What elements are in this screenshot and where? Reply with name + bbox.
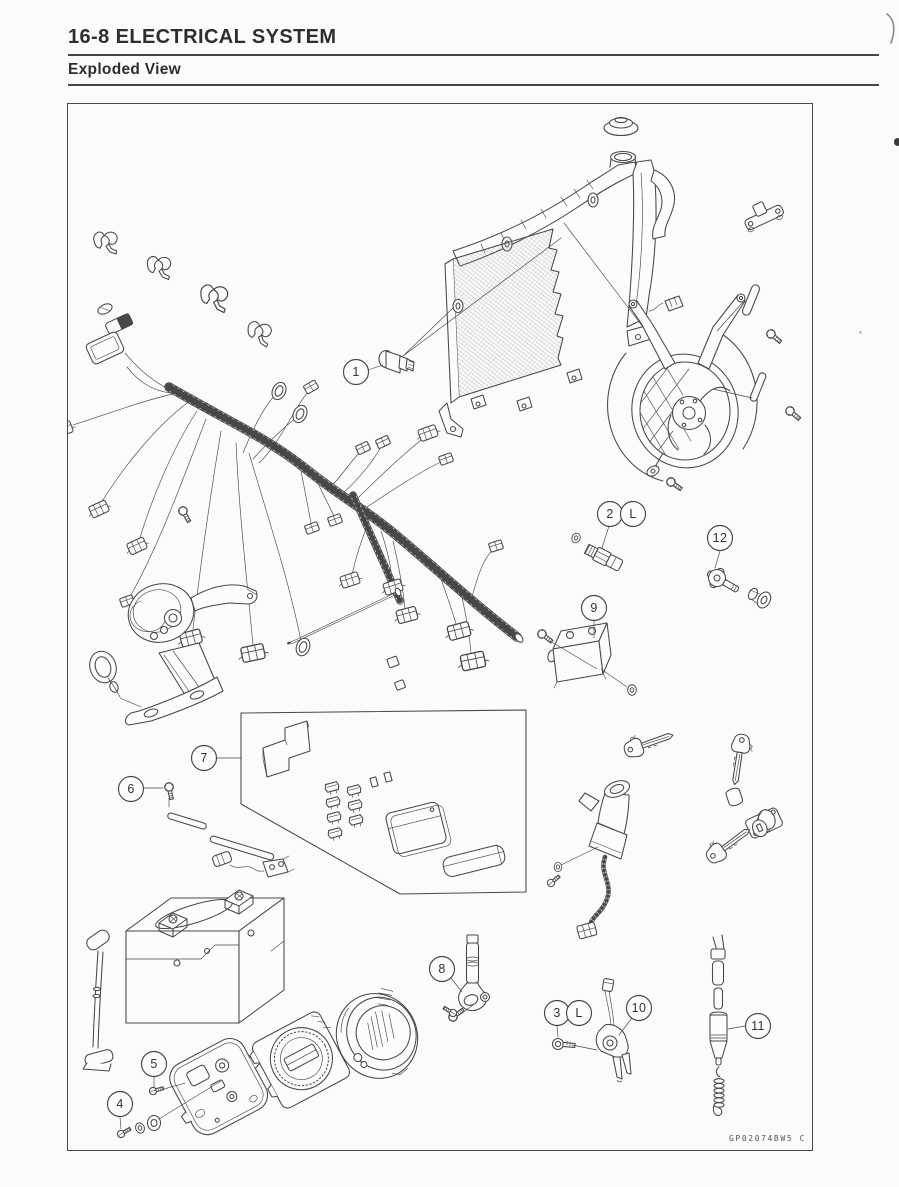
- fan-bracket-plate: [744, 201, 784, 233]
- svg-text:L: L: [629, 507, 636, 521]
- svg-text:11: 11: [751, 1019, 765, 1033]
- meter-screw-4: [115, 1080, 222, 1140]
- mount-bracket-grommet: [89, 642, 224, 726]
- spare-keys-locks: [700, 732, 783, 868]
- battery-lead: [163, 781, 295, 878]
- starter-relay: [535, 622, 637, 696]
- callout-4: 4: [106, 1090, 134, 1130]
- scan-artifact-speck: [859, 331, 862, 334]
- callout-7: 7: [190, 744, 242, 772]
- callout-8: 8: [428, 955, 463, 993]
- callout-3: 3: [543, 999, 571, 1038]
- water-temp-sensor: [569, 531, 624, 572]
- subsection-title: Exploded View: [68, 61, 182, 78]
- header-divider: [68, 54, 879, 56]
- svg-text:8: 8: [438, 962, 445, 976]
- meter-lens: [335, 988, 419, 1079]
- svg-text:7: 7: [200, 751, 207, 765]
- ignition-switch: [545, 723, 677, 940]
- callout-1: 1: [342, 358, 384, 386]
- subheader-divider: [68, 84, 879, 86]
- svg-text:2: 2: [606, 507, 613, 521]
- callout-2-L: L: [619, 500, 647, 528]
- junction-box-kit: [240, 709, 527, 895]
- callout-9: 9: [580, 594, 608, 639]
- svg-text:5: 5: [150, 1057, 157, 1071]
- return-spring: [712, 1066, 725, 1116]
- callout-5: 5: [140, 1050, 168, 1089]
- svg-text:4: 4: [116, 1097, 123, 1111]
- callout-3-L: L: [565, 999, 593, 1027]
- callout-10: 10: [618, 994, 653, 1036]
- scan-artifact-dot: [894, 138, 899, 146]
- svg-text:1: 1: [352, 365, 359, 379]
- radiator: [400, 116, 675, 438]
- callout-12: 12: [706, 524, 734, 569]
- meter-unit: [249, 1011, 350, 1109]
- svg-text:10: 10: [632, 1001, 647, 1015]
- exploded-view-drawing: 1 2 L 12 9 7 6 5 4 8 3 L 10 11: [49, 116, 803, 1140]
- speed-sensor: [446, 934, 491, 1024]
- callout-6: 6: [117, 775, 164, 803]
- svg-text:3: 3: [553, 1006, 560, 1020]
- fan-switch: [378, 349, 415, 374]
- meter-screw-5: [148, 1082, 186, 1096]
- battery-band: [82, 929, 114, 1072]
- figure-code: GP02074BW5 C: [729, 1134, 806, 1143]
- main-wiring-harness: [49, 229, 524, 691]
- side-stand-switch: [551, 978, 632, 1083]
- callout-11: 11: [727, 1012, 772, 1040]
- battery: [125, 889, 285, 1024]
- svg-text:12: 12: [713, 531, 728, 545]
- scan-artifact-mark: [886, 13, 895, 44]
- sensor-part-11: [709, 934, 728, 1066]
- svg-text:6: 6: [127, 782, 134, 796]
- svg-text:L: L: [575, 1006, 582, 1020]
- horn: [127, 583, 258, 643]
- section-title: 16-8 ELECTRICAL SYSTEM: [68, 26, 337, 48]
- exploded-view-figure: 1 2 L 12 9 7 6 5 4 8 3 L 10 11 GP02074BW…: [49, 103, 813, 1151]
- svg-text:9: 9: [590, 601, 597, 615]
- callout-2: 2: [596, 500, 624, 549]
- sensor-part-12: [706, 567, 772, 609]
- cooling-fan: [607, 284, 803, 494]
